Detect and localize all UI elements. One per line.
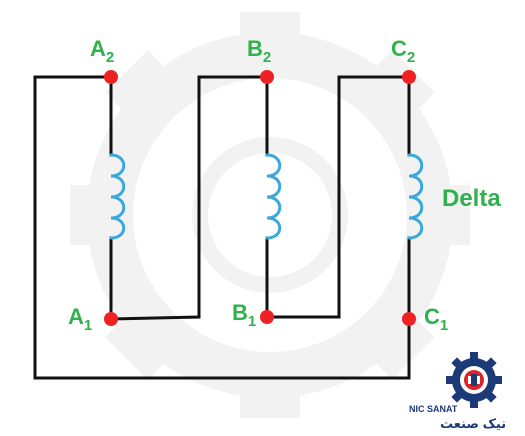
watermark-gear-icon [70,12,470,418]
terminal-label-c2: C2 [391,36,415,66]
logo-brand-en: NIC SANAT [409,404,458,414]
terminal-label-a2: A2 [90,36,114,66]
terminal-label-c1: C1 [424,304,448,334]
wire-b1-to-c2 [265,75,411,319]
coil-phase-b [265,153,282,240]
terminal-b2-dot [260,70,274,84]
brand-logo: NIC SANAT نیک صنعت [409,352,506,431]
wires [33,75,411,380]
terminal-c1-dot [402,312,416,326]
terminal-a1-dot [104,312,118,326]
terminals [104,70,416,326]
wire-a1-to-b2 [109,75,269,321]
coils [109,153,424,240]
coil-phase-a [109,153,126,240]
terminal-c2-dot [402,70,416,84]
logo-gear-icon [446,352,502,408]
diagram-label-delta: Delta [442,185,501,212]
logo-brand-fa: نیک صنعت [440,416,506,431]
terminal-b1-dot [260,310,274,324]
terminal-label-b1: B1 [232,300,256,330]
wire-a2-to-outer-loop [33,75,411,380]
terminal-label-b2: B2 [247,36,271,66]
coil-phase-c [407,153,424,240]
terminal-a2-dot [104,70,118,84]
terminal-label-a1: A1 [68,304,92,334]
